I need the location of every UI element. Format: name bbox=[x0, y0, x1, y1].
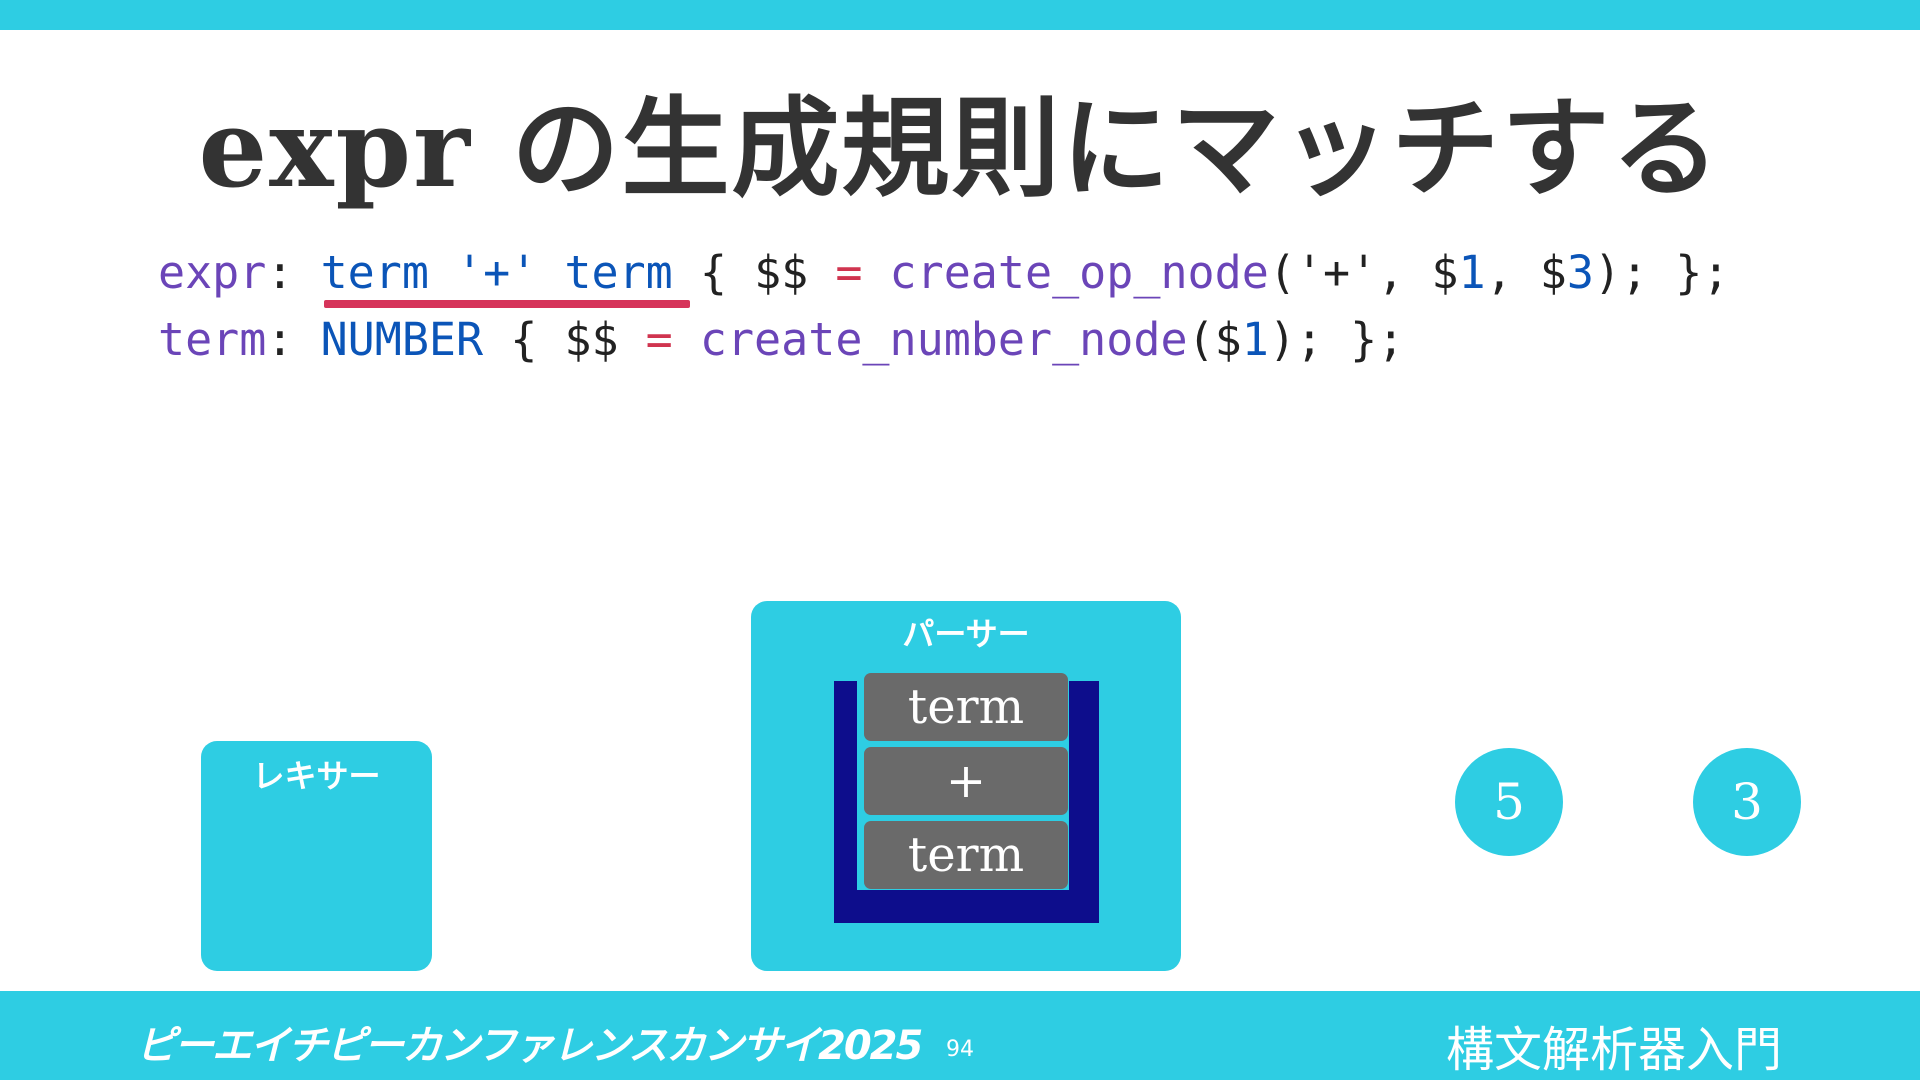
page-number: 94 bbox=[946, 1037, 974, 1062]
code-term-1: term bbox=[320, 246, 429, 299]
code-args: ('+', bbox=[1268, 246, 1432, 299]
lexer-label: レキサー bbox=[252, 757, 381, 795]
code-comma: , bbox=[1485, 246, 1540, 299]
code-brace-open: { bbox=[672, 246, 755, 299]
code-line-expr: expr: term '+' term { $$ = create_op_nod… bbox=[158, 246, 1729, 299]
code-brace-open: { bbox=[483, 313, 565, 366]
code-paren: ( bbox=[1187, 313, 1215, 366]
code-dollar-sign: $ bbox=[1539, 246, 1567, 299]
code-close: ); }; bbox=[1268, 313, 1405, 366]
code-function: create_number_node bbox=[699, 313, 1188, 366]
code-dollar-sign: $ bbox=[1431, 246, 1459, 299]
conference-name: ピーエイチピーカンファレンスカンサイ2025 bbox=[136, 1023, 923, 1069]
code-arg-1: 1 bbox=[1458, 246, 1486, 299]
code-dollars: $$ bbox=[754, 246, 809, 299]
code-equals: = bbox=[618, 313, 700, 366]
stack-item-plus: + bbox=[864, 747, 1068, 815]
token-3: 3 bbox=[1693, 748, 1801, 856]
slide-title: expr の生成規則にマッチする bbox=[198, 86, 1722, 212]
code-equals: = bbox=[808, 246, 890, 299]
code-colon: : bbox=[266, 313, 321, 366]
code-term-2: term bbox=[564, 246, 673, 299]
highlight-underline bbox=[324, 300, 690, 308]
code-function: create_op_node bbox=[889, 246, 1269, 299]
code-dollars: $$ bbox=[564, 313, 619, 366]
lexer-box: レキサー bbox=[201, 741, 432, 971]
stack-item-term-bottom: term bbox=[864, 821, 1068, 889]
token-5: 5 bbox=[1455, 748, 1563, 856]
code-colon: : bbox=[266, 246, 321, 299]
code-arg-3: 3 bbox=[1566, 246, 1594, 299]
code-arg-1: 1 bbox=[1241, 313, 1269, 366]
code-plus-literal: '+' bbox=[428, 246, 565, 299]
parser-label: パーサー bbox=[902, 615, 1030, 653]
code-dollar-sign: $ bbox=[1214, 313, 1242, 366]
stack-item-term-top: term bbox=[864, 673, 1068, 741]
footer-bar bbox=[0, 991, 1920, 1080]
code-line-term: term: NUMBER { $$ = create_number_node($… bbox=[158, 313, 1404, 366]
top-accent-bar bbox=[0, 0, 1920, 30]
code-rule-name: expr bbox=[158, 246, 267, 299]
talk-title: 構文解析器入門 bbox=[1446, 1022, 1783, 1078]
code-close: ); }; bbox=[1593, 246, 1730, 299]
code-token-number: NUMBER bbox=[320, 313, 484, 366]
code-rule-name: term bbox=[158, 313, 267, 366]
